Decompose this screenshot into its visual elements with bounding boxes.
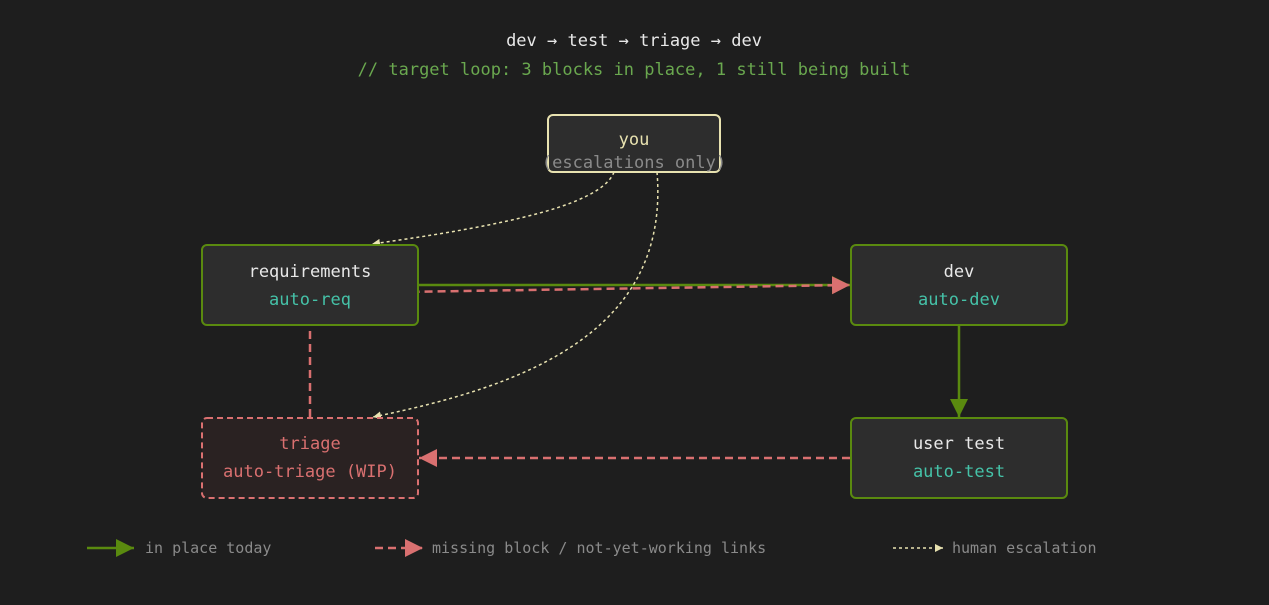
node-dev-label: dev <box>944 262 975 282</box>
node-user-test: user test auto-test <box>850 417 1068 499</box>
node-dev: dev auto-dev <box>850 244 1068 326</box>
node-user-test-sublabel: auto-test <box>913 462 1005 482</box>
node-triage: triage auto-triage (WIP) <box>201 417 419 499</box>
diagram-subtitle: // target loop: 3 blocks in place, 1 sti… <box>358 60 911 80</box>
node-requirements: requirements auto-req <box>201 244 419 326</box>
node-triage-label: triage <box>279 434 340 454</box>
legend-human: human escalation <box>893 539 1097 557</box>
legend-in-place: in place today <box>87 539 271 557</box>
node-requirements-label: requirements <box>249 262 372 282</box>
node-you-sublabel: (escalations only) <box>542 153 726 173</box>
legend-human-label: human escalation <box>952 539 1097 557</box>
node-you: you (escalations only) <box>542 114 726 173</box>
edge-you-to-requirements <box>371 171 615 247</box>
node-dev-sublabel: auto-dev <box>918 290 1000 310</box>
legend-in-place-label: in place today <box>145 539 271 557</box>
legend-missing-label: missing block / not-yet-working links <box>432 539 766 557</box>
node-user-test-label: user test <box>913 434 1005 454</box>
node-triage-sublabel: auto-triage (WIP) <box>223 462 397 482</box>
node-you-label: you <box>619 130 650 150</box>
diagram-title: dev → test → triage → dev <box>506 31 762 51</box>
legend: in place today missing block / not-yet-w… <box>87 539 1097 557</box>
node-requirements-sublabel: auto-req <box>269 290 351 310</box>
legend-missing: missing block / not-yet-working links <box>375 539 766 557</box>
